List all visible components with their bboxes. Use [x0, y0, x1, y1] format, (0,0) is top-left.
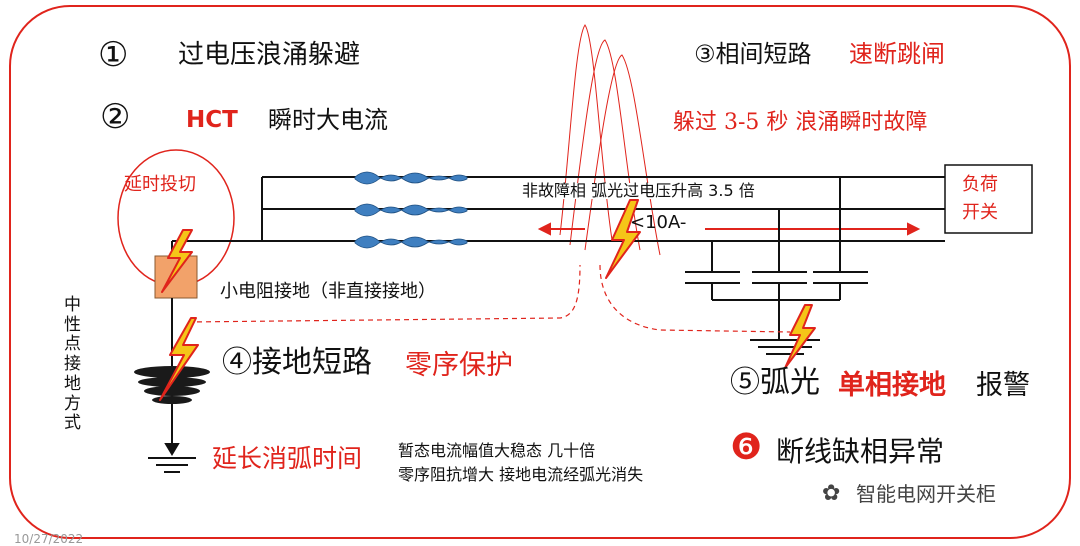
item-4-red-text: 零序保护: [405, 350, 513, 381]
item-3-text: ③相间短路: [694, 40, 812, 68]
item-5-text-a: ⑤弧光: [730, 365, 820, 400]
resistor-box: [154, 255, 198, 299]
item-1-text: 过电压浪涌躲避: [178, 40, 361, 70]
item-3-red-text: 速断跳闸: [849, 40, 945, 68]
item-6-text: 断线缺相异常: [776, 435, 945, 468]
ground-coil: [134, 366, 210, 404]
surge-curves: [559, 24, 661, 256]
non-fault-phase-label: 非故障相 弧光过电压升高 3.5 倍: [520, 181, 757, 200]
small-resistor-label: 小电阻接地（非直接接地）: [220, 281, 436, 302]
neutral-grounding-label: 中性点接地方式: [64, 295, 81, 434]
outer-border: [9, 5, 1071, 539]
delay-switch-label: 延时投切: [124, 174, 196, 195]
arrows: [537, 222, 921, 236]
load-switch-label-1: 负荷: [962, 174, 998, 195]
transient-text-1: 暂态电流幅值大稳态 几十倍: [398, 441, 596, 460]
current-label: <10A-: [630, 212, 687, 233]
watermark-text: 智能电网开关柜: [856, 482, 996, 506]
extend-time-label: 延长消弧时间: [212, 444, 363, 473]
dashed-current-path: [187, 264, 791, 333]
item-5-text-b: 报警: [976, 370, 1030, 401]
item-1-number: ①: [98, 35, 129, 75]
item-2-number: ②: [100, 97, 131, 137]
dodge-text: 躲过 3-5 秒 浪涌瞬时故障: [673, 110, 928, 135]
load-switch-label-2: 开关: [962, 202, 998, 223]
item-2-hct: HCT: [186, 107, 238, 133]
item-5-red-text: 单相接地: [838, 370, 946, 401]
item-6-number: ❻: [730, 427, 763, 468]
surge-waves: [354, 171, 468, 249]
item-4-text: ④接地短路: [222, 345, 372, 380]
item-2-text: 瞬时大电流: [268, 106, 388, 134]
capacitors: [685, 177, 868, 355]
load-switch-box: [944, 164, 1033, 234]
date-stamp: 10/27/2022: [14, 532, 84, 546]
lightning-bolts: [159, 199, 816, 401]
transient-text-2: 零序阻抗增大 接地电流经弧光消失: [398, 465, 644, 484]
wechat-icon: ✿: [822, 481, 841, 506]
